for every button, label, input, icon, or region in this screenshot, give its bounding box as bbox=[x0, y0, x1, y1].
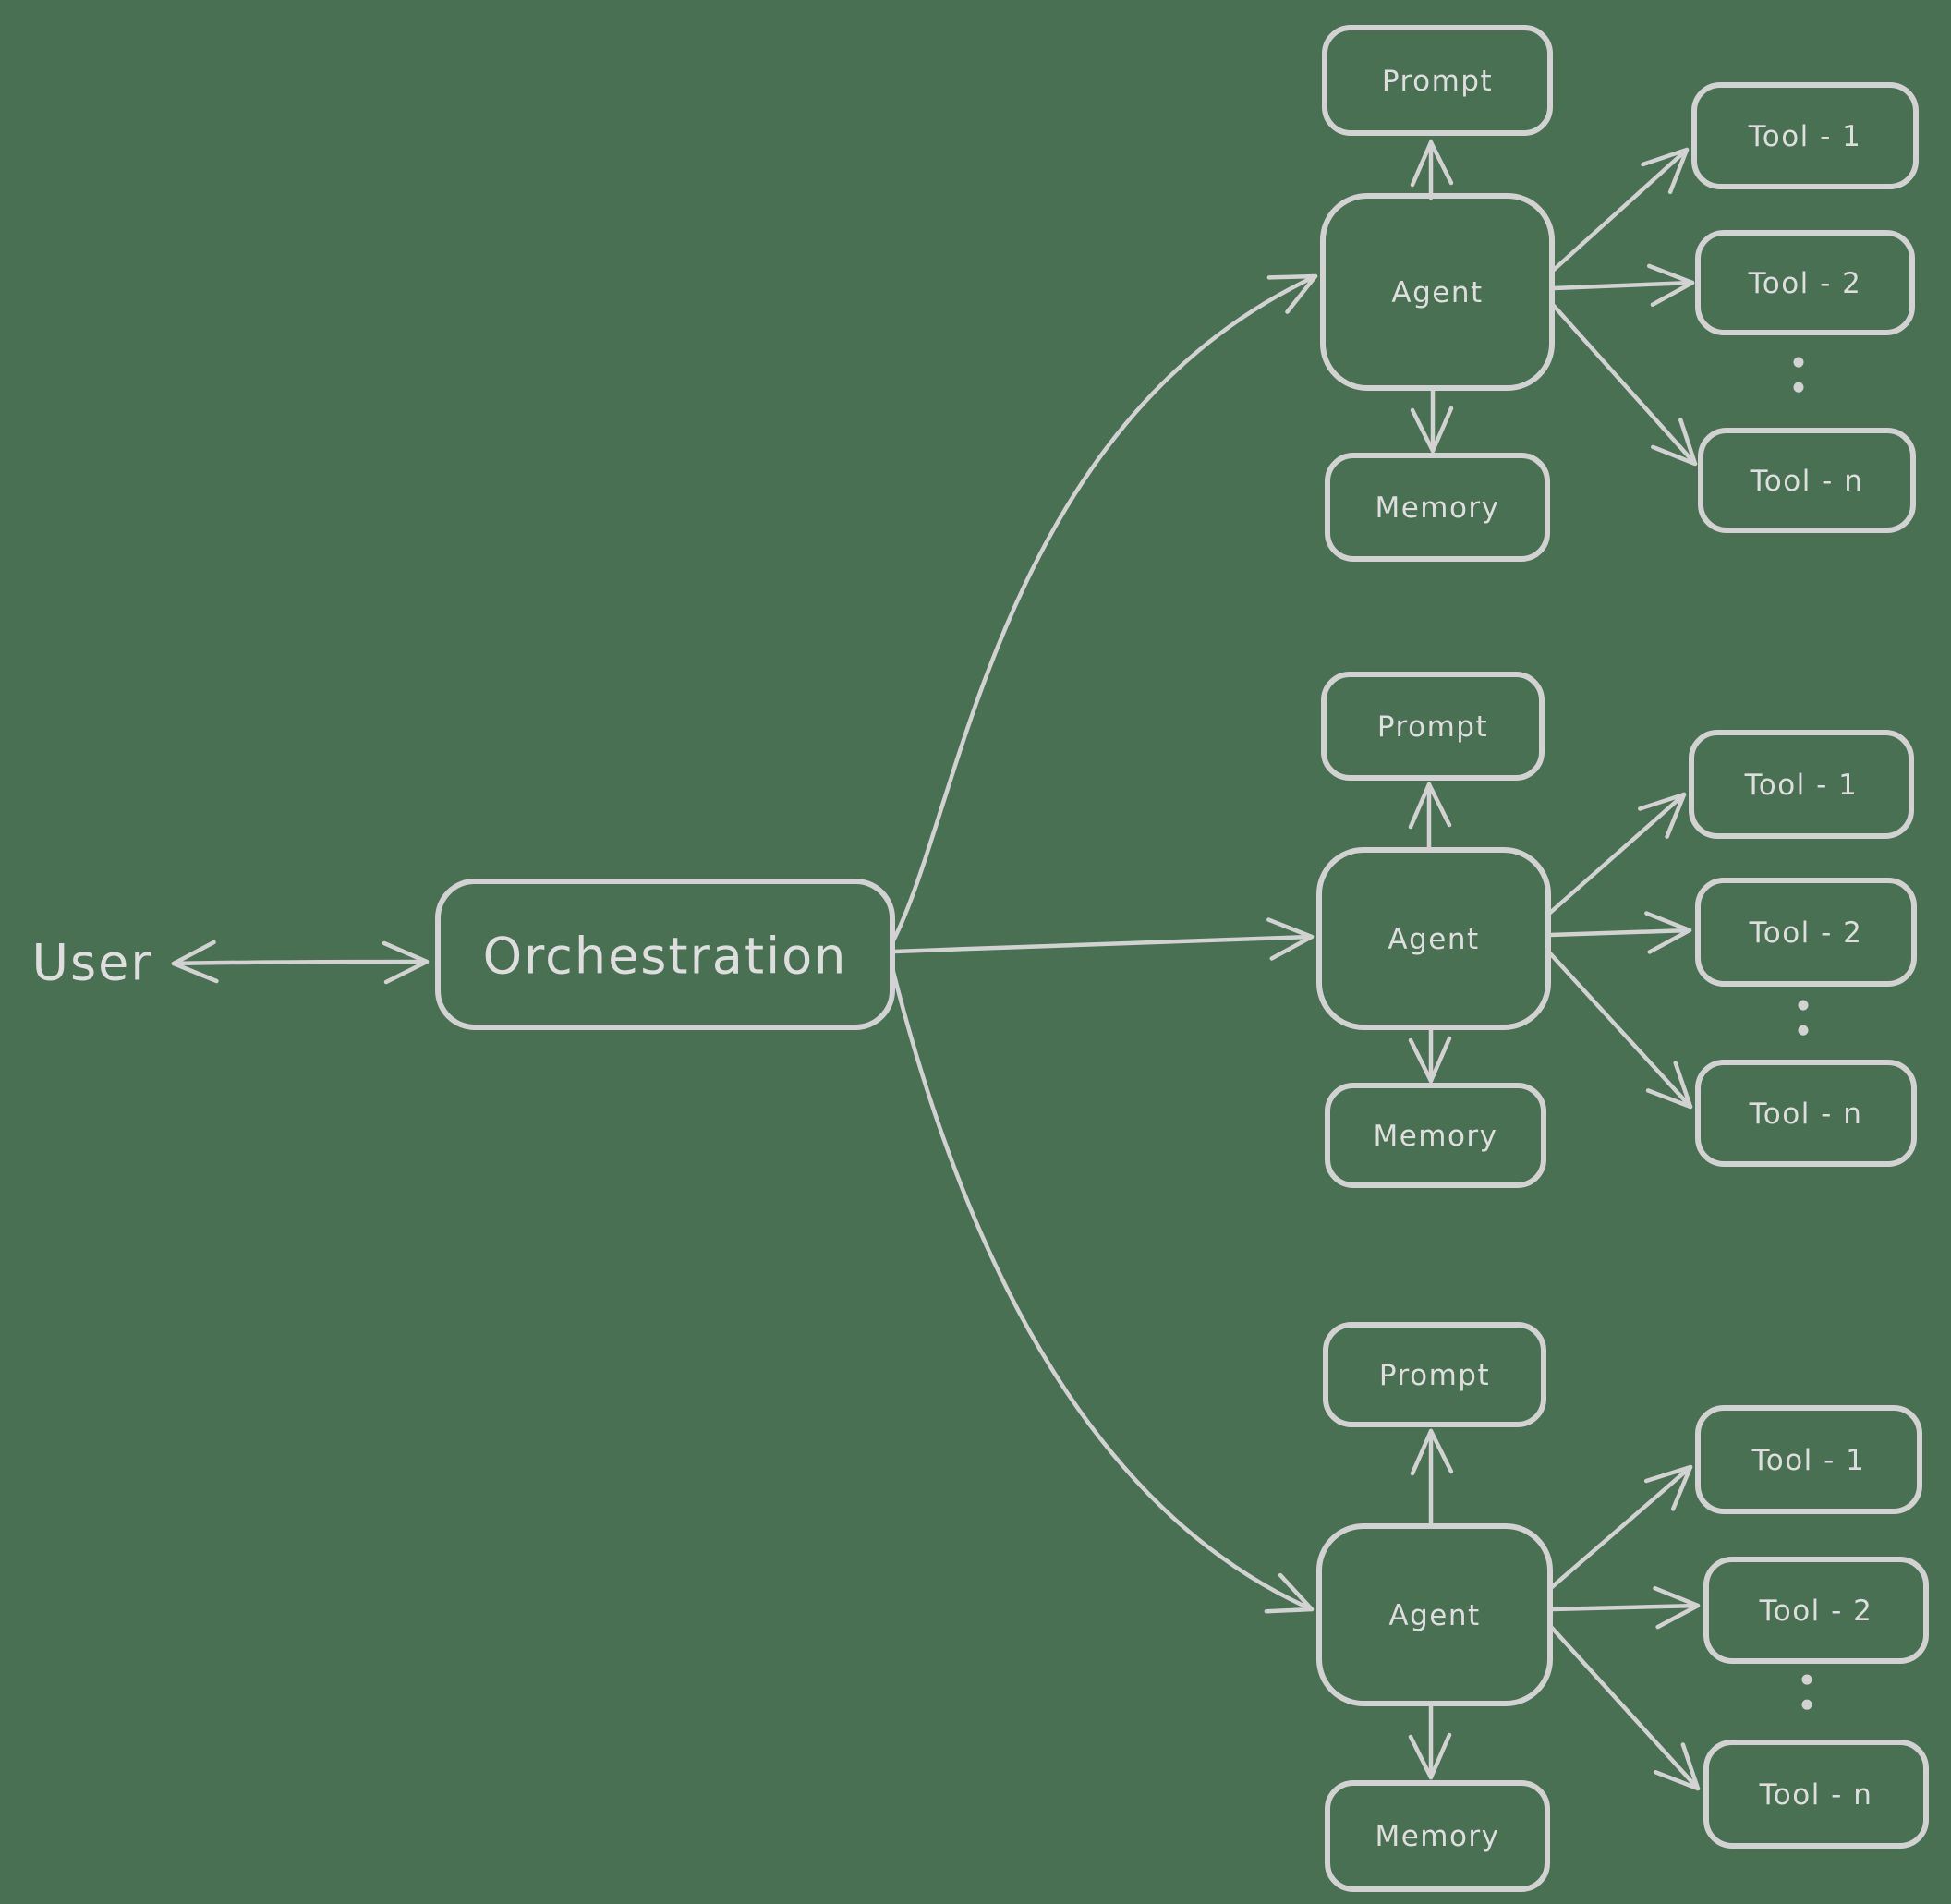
agent-cluster-3: Prompt Agent Memory Tool - 1 Tool - 2 To… bbox=[1316, 1322, 1929, 1892]
agent-cluster-1: Prompt Agent Memory Tool - 1 Tool - 2 To… bbox=[1320, 25, 1919, 562]
agent-label-3: Agent bbox=[1388, 1599, 1480, 1632]
tooln-label-3: Tool - n bbox=[1759, 1778, 1873, 1812]
memory-box-2 bbox=[1325, 1083, 1546, 1188]
tooln-label-2: Tool - n bbox=[1749, 1098, 1863, 1131]
tool1-label-1: Tool - 1 bbox=[1748, 120, 1862, 153]
tool1-box-1 bbox=[1691, 82, 1919, 189]
prompt-label-2: Prompt bbox=[1377, 710, 1488, 744]
agent-label-2: Agent bbox=[1388, 923, 1479, 956]
tool2-box-3 bbox=[1703, 1557, 1929, 1664]
arrow-agent-to-tooln-2 bbox=[1547, 951, 1693, 1110]
tool2-label-1: Tool - 2 bbox=[1748, 267, 1862, 300]
arrow-agent-to-tool2-3 bbox=[1549, 1585, 1701, 1630]
arrow-agent-to-tool1-3 bbox=[1549, 1464, 1693, 1590]
memory-label-1: Memory bbox=[1375, 491, 1499, 525]
arrow-agent-to-tooln-1 bbox=[1551, 303, 1698, 467]
arrow-agent-to-tool1-1 bbox=[1551, 147, 1690, 273]
arrow-agent-to-tool1-2 bbox=[1547, 792, 1687, 916]
tool2-box-1 bbox=[1695, 230, 1915, 335]
agent-box-2 bbox=[1316, 847, 1551, 1030]
arrow-orchestration-to-agent-2 bbox=[891, 917, 1315, 961]
memory-box-1 bbox=[1325, 453, 1550, 562]
tool2-box-2 bbox=[1695, 878, 1917, 987]
arrow-orchestration-to-agent-1 bbox=[890, 273, 1318, 945]
prompt-box-1 bbox=[1322, 25, 1553, 136]
agent-box-1 bbox=[1320, 193, 1555, 391]
tool1-label-2: Tool - 1 bbox=[1744, 769, 1859, 802]
tool1-box-3 bbox=[1695, 1405, 1922, 1514]
arrow-agent-to-tool2-2 bbox=[1547, 911, 1692, 954]
tool1-box-2 bbox=[1689, 730, 1914, 839]
tooln-box-3 bbox=[1703, 1740, 1929, 1849]
prompt-label-1: Prompt bbox=[1382, 65, 1493, 98]
prompt-box-3 bbox=[1323, 1322, 1546, 1427]
agent-cluster-2: Prompt Agent Memory Tool - 1 Tool - 2 To… bbox=[1316, 672, 1917, 1188]
tooln-label-1: Tool - n bbox=[1750, 465, 1864, 498]
prompt-label-3: Prompt bbox=[1379, 1359, 1490, 1392]
arrow-agent-to-tool2-1 bbox=[1551, 263, 1695, 307]
memory-label-3: Memory bbox=[1375, 1820, 1499, 1853]
tool2-label-2: Tool - 2 bbox=[1749, 916, 1863, 950]
orchestration-box bbox=[435, 879, 895, 1030]
arrow-user-orchestration bbox=[171, 940, 430, 985]
memory-label-2: Memory bbox=[1373, 1120, 1497, 1153]
orchestration-label: Orchestration bbox=[483, 928, 848, 986]
agent-label-1: Agent bbox=[1391, 276, 1483, 309]
prompt-box-2 bbox=[1321, 672, 1545, 781]
arrow-agent-to-tooln-3 bbox=[1549, 1625, 1701, 1791]
user-label: User bbox=[31, 934, 152, 992]
tooln-box-1 bbox=[1698, 428, 1916, 533]
tooln-box-2 bbox=[1695, 1060, 1917, 1167]
tool2-label-3: Tool - 2 bbox=[1759, 1595, 1873, 1628]
arrow-orchestration-to-agent-3 bbox=[890, 965, 1315, 1614]
agent-box-3 bbox=[1316, 1523, 1553, 1706]
tool1-label-3: Tool - 1 bbox=[1751, 1444, 1866, 1477]
memory-box-3 bbox=[1325, 1780, 1550, 1892]
